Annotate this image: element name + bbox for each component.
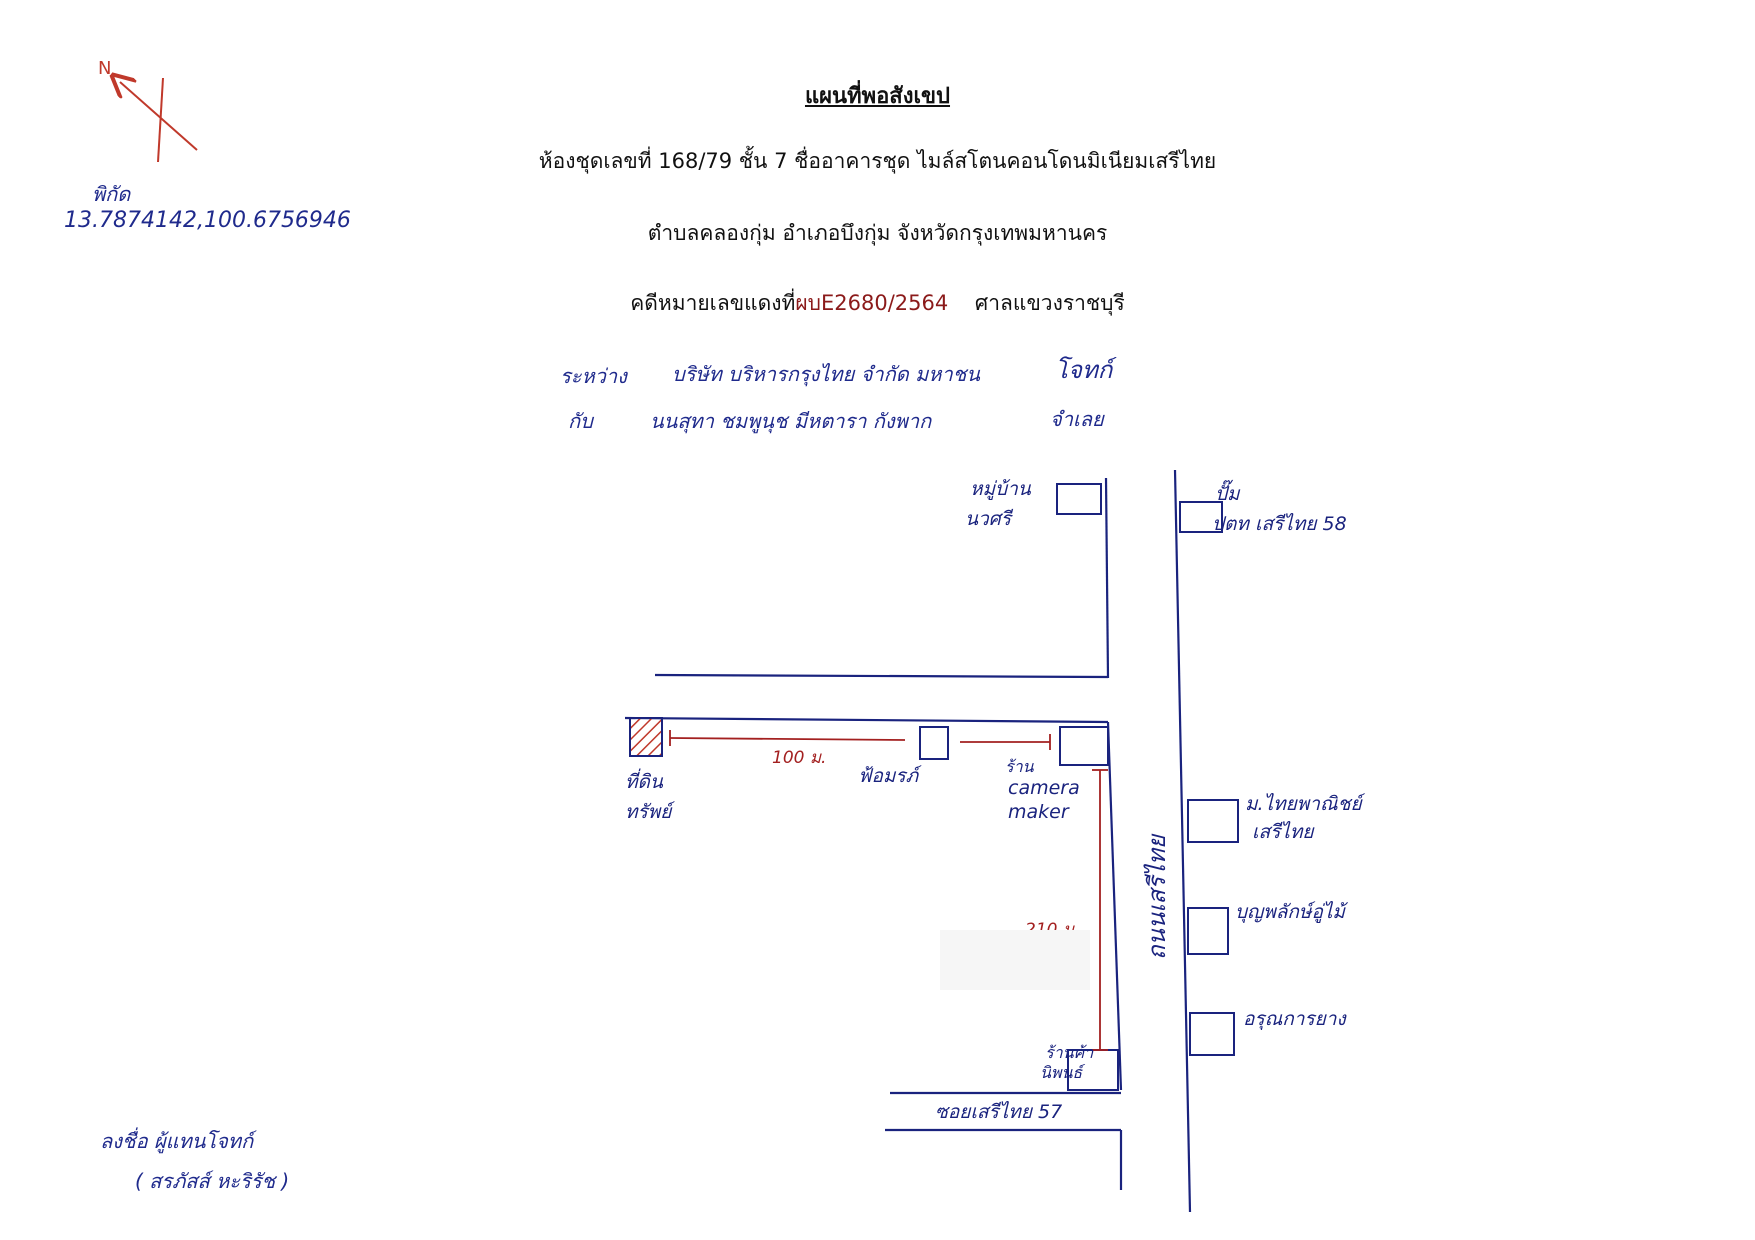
university-box xyxy=(1187,799,1239,843)
parties-row2-name: นนสุทา ชมพูนุช มีหตารา กังพาก xyxy=(650,409,932,433)
coords-label: พิกัด xyxy=(92,182,131,206)
shop-box xyxy=(919,726,949,760)
village-top-box xyxy=(1056,483,1102,515)
label-ptt-1: ปั๊ม xyxy=(1215,479,1241,505)
parties-row1-name: บริษัท บริหารกรุงไทย จำกัด มหาชน xyxy=(672,362,980,386)
label-arun: อรุณการยาง xyxy=(1243,1008,1347,1030)
court-name: ศาลแขวงราชบุรี xyxy=(974,291,1125,315)
label-stationery-2: นิพนธ์ xyxy=(1040,1063,1085,1082)
label-soi: ซอยเสรีไทย 57 xyxy=(935,1100,1062,1123)
road-inner-lower xyxy=(1106,721,1123,1091)
label-main-road: ถนนเสรีไทย xyxy=(1143,833,1171,960)
road-upper-edge xyxy=(654,673,1109,679)
label-camera-3: maker xyxy=(1008,801,1070,823)
label-boonpalak: บุญพลักษ์อู่ไม้ xyxy=(1235,900,1349,923)
case-number: ผบE2680/2564 xyxy=(795,291,949,315)
page-title: แผนที่พอสังเขป xyxy=(804,84,951,109)
parties-row2-prefix: กับ xyxy=(568,409,593,433)
parties-row2-role: จำเลย xyxy=(1050,407,1104,431)
ptt-box xyxy=(1179,501,1223,533)
camera-shop-box xyxy=(1059,726,1109,766)
dimension-lines xyxy=(669,730,1108,1051)
case-prefix: คดีหมายเลขแดงที่ xyxy=(630,291,796,315)
label-village-top2: นวศรี xyxy=(965,508,1014,530)
label-village-top: หมู่บ้าน xyxy=(970,478,1032,500)
label-camera-2: camera xyxy=(1008,777,1080,799)
unit-line: ห้องชุดเลขที่ 168/79 ชั้น 7 ชื่ออาคารชุด… xyxy=(538,149,1217,173)
label-camera-1: ร้าน xyxy=(1005,757,1035,776)
label-university-1: ม.ไทยพาณิชย์ xyxy=(1245,792,1366,815)
dim-100-line xyxy=(669,737,906,741)
case-line: คดีหมายเลขแดงที่ผบE2680/2564 ศาลแขวงราชบ… xyxy=(0,287,1755,320)
erased-area xyxy=(940,930,1090,990)
map-labels: หมู่บ้าน นวศรี ปั๊ม ปตท เสรีไทย 58 ที่ดิ… xyxy=(625,478,1366,1123)
label-shop: ฟ้อมรภ์ xyxy=(858,765,922,787)
property-parcel xyxy=(629,717,663,757)
road-inner-upper xyxy=(1104,477,1110,679)
signature-line2: ( สรภัสส์ หะริรัช ) xyxy=(135,1169,290,1193)
signature-line1: ลงชื่อ ผู้แทนโจทก์ xyxy=(100,1129,254,1153)
coords-value: 13.7874142,100.6756946 xyxy=(64,208,351,233)
north-arrow-icon: N xyxy=(98,58,198,163)
main-road-line xyxy=(1173,469,1192,1213)
arun-box xyxy=(1189,1012,1235,1056)
location-line: ตำบลคลองกุ่ม อำเภอบึงกุ่ม จังหวัดกรุงเทพ… xyxy=(647,221,1108,245)
parties-row1-role: โจทก์ xyxy=(1055,356,1113,384)
label-university-2: เสรีไทย xyxy=(1252,820,1315,843)
label-property-2: ทรัพย์ xyxy=(625,801,675,823)
label-ptt-2: ปตท เสรีไทย 58 xyxy=(1212,512,1347,535)
road-lower-edge xyxy=(624,716,1109,724)
label-distance-100: 100 ม. xyxy=(772,748,826,768)
north-label: N xyxy=(98,58,111,79)
label-property-1: ที่ดิน xyxy=(625,768,664,793)
roads xyxy=(624,469,1192,1213)
parties-row1-prefix: ระหว่าง xyxy=(560,364,627,388)
label-stationery-1: ร้านค้า xyxy=(1045,1043,1094,1062)
boonpalak-box xyxy=(1187,907,1229,955)
